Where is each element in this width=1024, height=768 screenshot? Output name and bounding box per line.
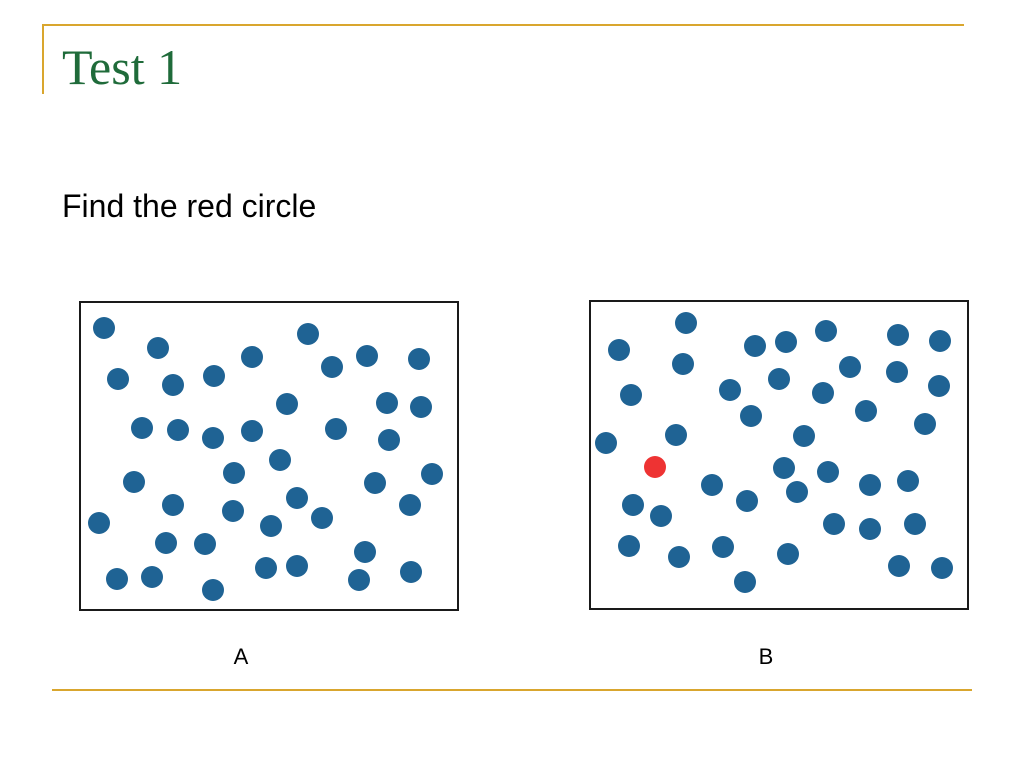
distractor-circle xyxy=(203,365,225,387)
distractor-circle xyxy=(241,346,263,368)
distractor-circle xyxy=(141,566,163,588)
distractor-circle xyxy=(399,494,421,516)
distractor-circle xyxy=(147,337,169,359)
distractor-circle xyxy=(859,474,881,496)
distractor-circle xyxy=(650,505,672,527)
distractor-circle xyxy=(777,543,799,565)
distractor-circle xyxy=(297,323,319,345)
distractor-circle xyxy=(768,368,790,390)
instruction-text: Find the red circle xyxy=(62,188,317,224)
distractor-circle xyxy=(286,487,308,509)
distractor-circle xyxy=(378,429,400,451)
panel-label-b: B xyxy=(758,644,774,669)
distractor-circle xyxy=(88,512,110,534)
distractor-circle xyxy=(194,533,216,555)
distractor-circle xyxy=(421,463,443,485)
slide-title: Test 1 xyxy=(62,39,183,95)
distractor-circle xyxy=(167,419,189,441)
distractor-circle xyxy=(620,384,642,406)
distractor-circle xyxy=(93,317,115,339)
distractor-circle xyxy=(222,500,244,522)
distractor-circle xyxy=(855,400,877,422)
distractor-circle xyxy=(914,413,936,435)
distractor-circle xyxy=(608,339,630,361)
distractor-circle xyxy=(106,568,128,590)
distractor-circle xyxy=(155,532,177,554)
distractor-circle xyxy=(376,392,398,414)
distractor-circle xyxy=(410,396,432,418)
distractor-circle xyxy=(162,374,184,396)
distractor-circle xyxy=(701,474,723,496)
distractor-circle xyxy=(131,417,153,439)
distractor-circle xyxy=(773,457,795,479)
stimulus-panel-a xyxy=(79,301,459,611)
distractor-circle xyxy=(675,312,697,334)
distractor-circle xyxy=(775,331,797,353)
distractor-circle xyxy=(817,461,839,483)
distractor-circle xyxy=(255,557,277,579)
title-accent-rule xyxy=(42,24,964,26)
distractor-circle xyxy=(668,546,690,568)
distractor-circle xyxy=(269,449,291,471)
distractor-circle xyxy=(672,353,694,375)
distractor-circle xyxy=(812,382,834,404)
distractor-circle xyxy=(888,555,910,577)
distractor-circle xyxy=(887,324,909,346)
distractor-circle xyxy=(223,462,245,484)
distractor-circle xyxy=(886,361,908,383)
distractor-circle xyxy=(202,579,224,601)
stimulus-panel-b xyxy=(589,300,969,610)
distractor-circle xyxy=(276,393,298,415)
distractor-circle xyxy=(622,494,644,516)
distractor-circle xyxy=(348,569,370,591)
target-red-circle[interactable] xyxy=(644,456,666,478)
distractor-circle xyxy=(839,356,861,378)
distractor-circle xyxy=(595,432,617,454)
distractor-circle xyxy=(736,490,758,512)
panel-label-a: A xyxy=(233,644,249,669)
distractor-circle xyxy=(356,345,378,367)
distractor-circle xyxy=(897,470,919,492)
distractor-circle xyxy=(325,418,347,440)
distractor-circle xyxy=(859,518,881,540)
distractor-circle xyxy=(815,320,837,342)
distractor-circle xyxy=(786,481,808,503)
distractor-circle xyxy=(931,557,953,579)
distractor-circle xyxy=(793,425,815,447)
distractor-circle xyxy=(712,536,734,558)
distractor-circle xyxy=(928,375,950,397)
distractor-circle xyxy=(744,335,766,357)
distractor-circle xyxy=(740,405,762,427)
distractor-circle xyxy=(202,427,224,449)
distractor-circle xyxy=(107,368,129,390)
title-accent-rule-left xyxy=(42,24,44,94)
distractor-circle xyxy=(364,472,386,494)
footer-accent-rule xyxy=(52,689,972,691)
distractor-circle xyxy=(162,494,184,516)
distractor-circle xyxy=(123,471,145,493)
distractor-circle xyxy=(904,513,926,535)
distractor-circle xyxy=(719,379,741,401)
distractor-circle xyxy=(618,535,640,557)
distractor-circle xyxy=(354,541,376,563)
distractor-circle xyxy=(321,356,343,378)
distractor-circle xyxy=(286,555,308,577)
distractor-circle xyxy=(260,515,282,537)
distractor-circle xyxy=(665,424,687,446)
distractor-circle xyxy=(311,507,333,529)
distractor-circle xyxy=(823,513,845,535)
distractor-circle xyxy=(241,420,263,442)
distractor-circle xyxy=(734,571,756,593)
distractor-circle xyxy=(408,348,430,370)
distractor-circle xyxy=(929,330,951,352)
distractor-circle xyxy=(400,561,422,583)
